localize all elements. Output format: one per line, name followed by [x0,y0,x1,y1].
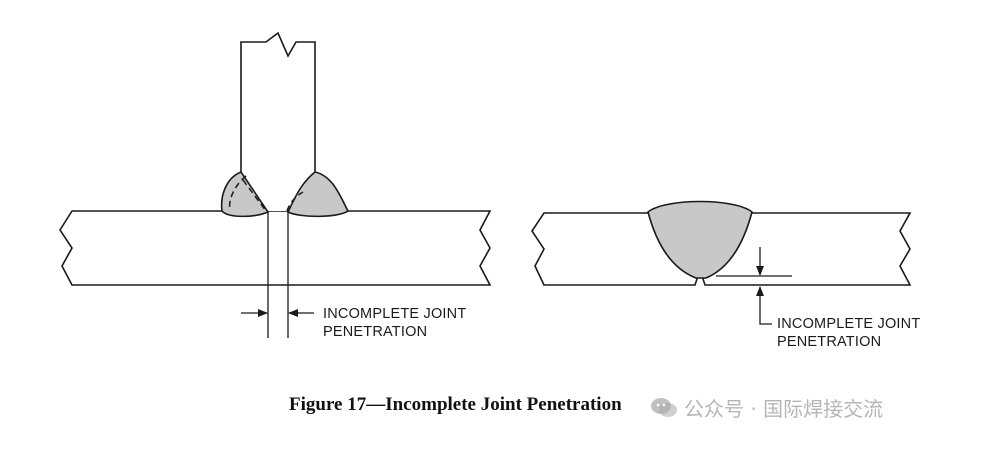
right-label-line1: INCOMPLETE JOINT [777,316,920,332]
butt-right-plate [702,212,912,286]
figure-caption: Figure 17—Incomplete Joint Penetration [289,394,622,415]
right-fillet-weld [286,171,350,218]
t-joint-diagram [59,31,492,338]
web-plate [240,31,316,211]
right-label-line2: PENETRATION [777,334,881,350]
watermark: 公众号 · 国际焊接交流 [650,393,883,422]
label-leader [759,310,772,325]
right-weld-root-dashed [286,191,304,212]
left-weld-root-dashed [228,175,267,212]
left-label-line2: PENETRATION [323,324,427,340]
wechat-icon [651,397,677,417]
groove-weld [647,200,753,279]
watermark-text: 公众号 · 国际焊接交流 [684,397,884,421]
base-plate [59,210,492,286]
left-label-line1: INCOMPLETE JOINT [323,306,466,322]
butt-joint-diagram [531,200,912,325]
left-fillet-weld [220,171,270,218]
